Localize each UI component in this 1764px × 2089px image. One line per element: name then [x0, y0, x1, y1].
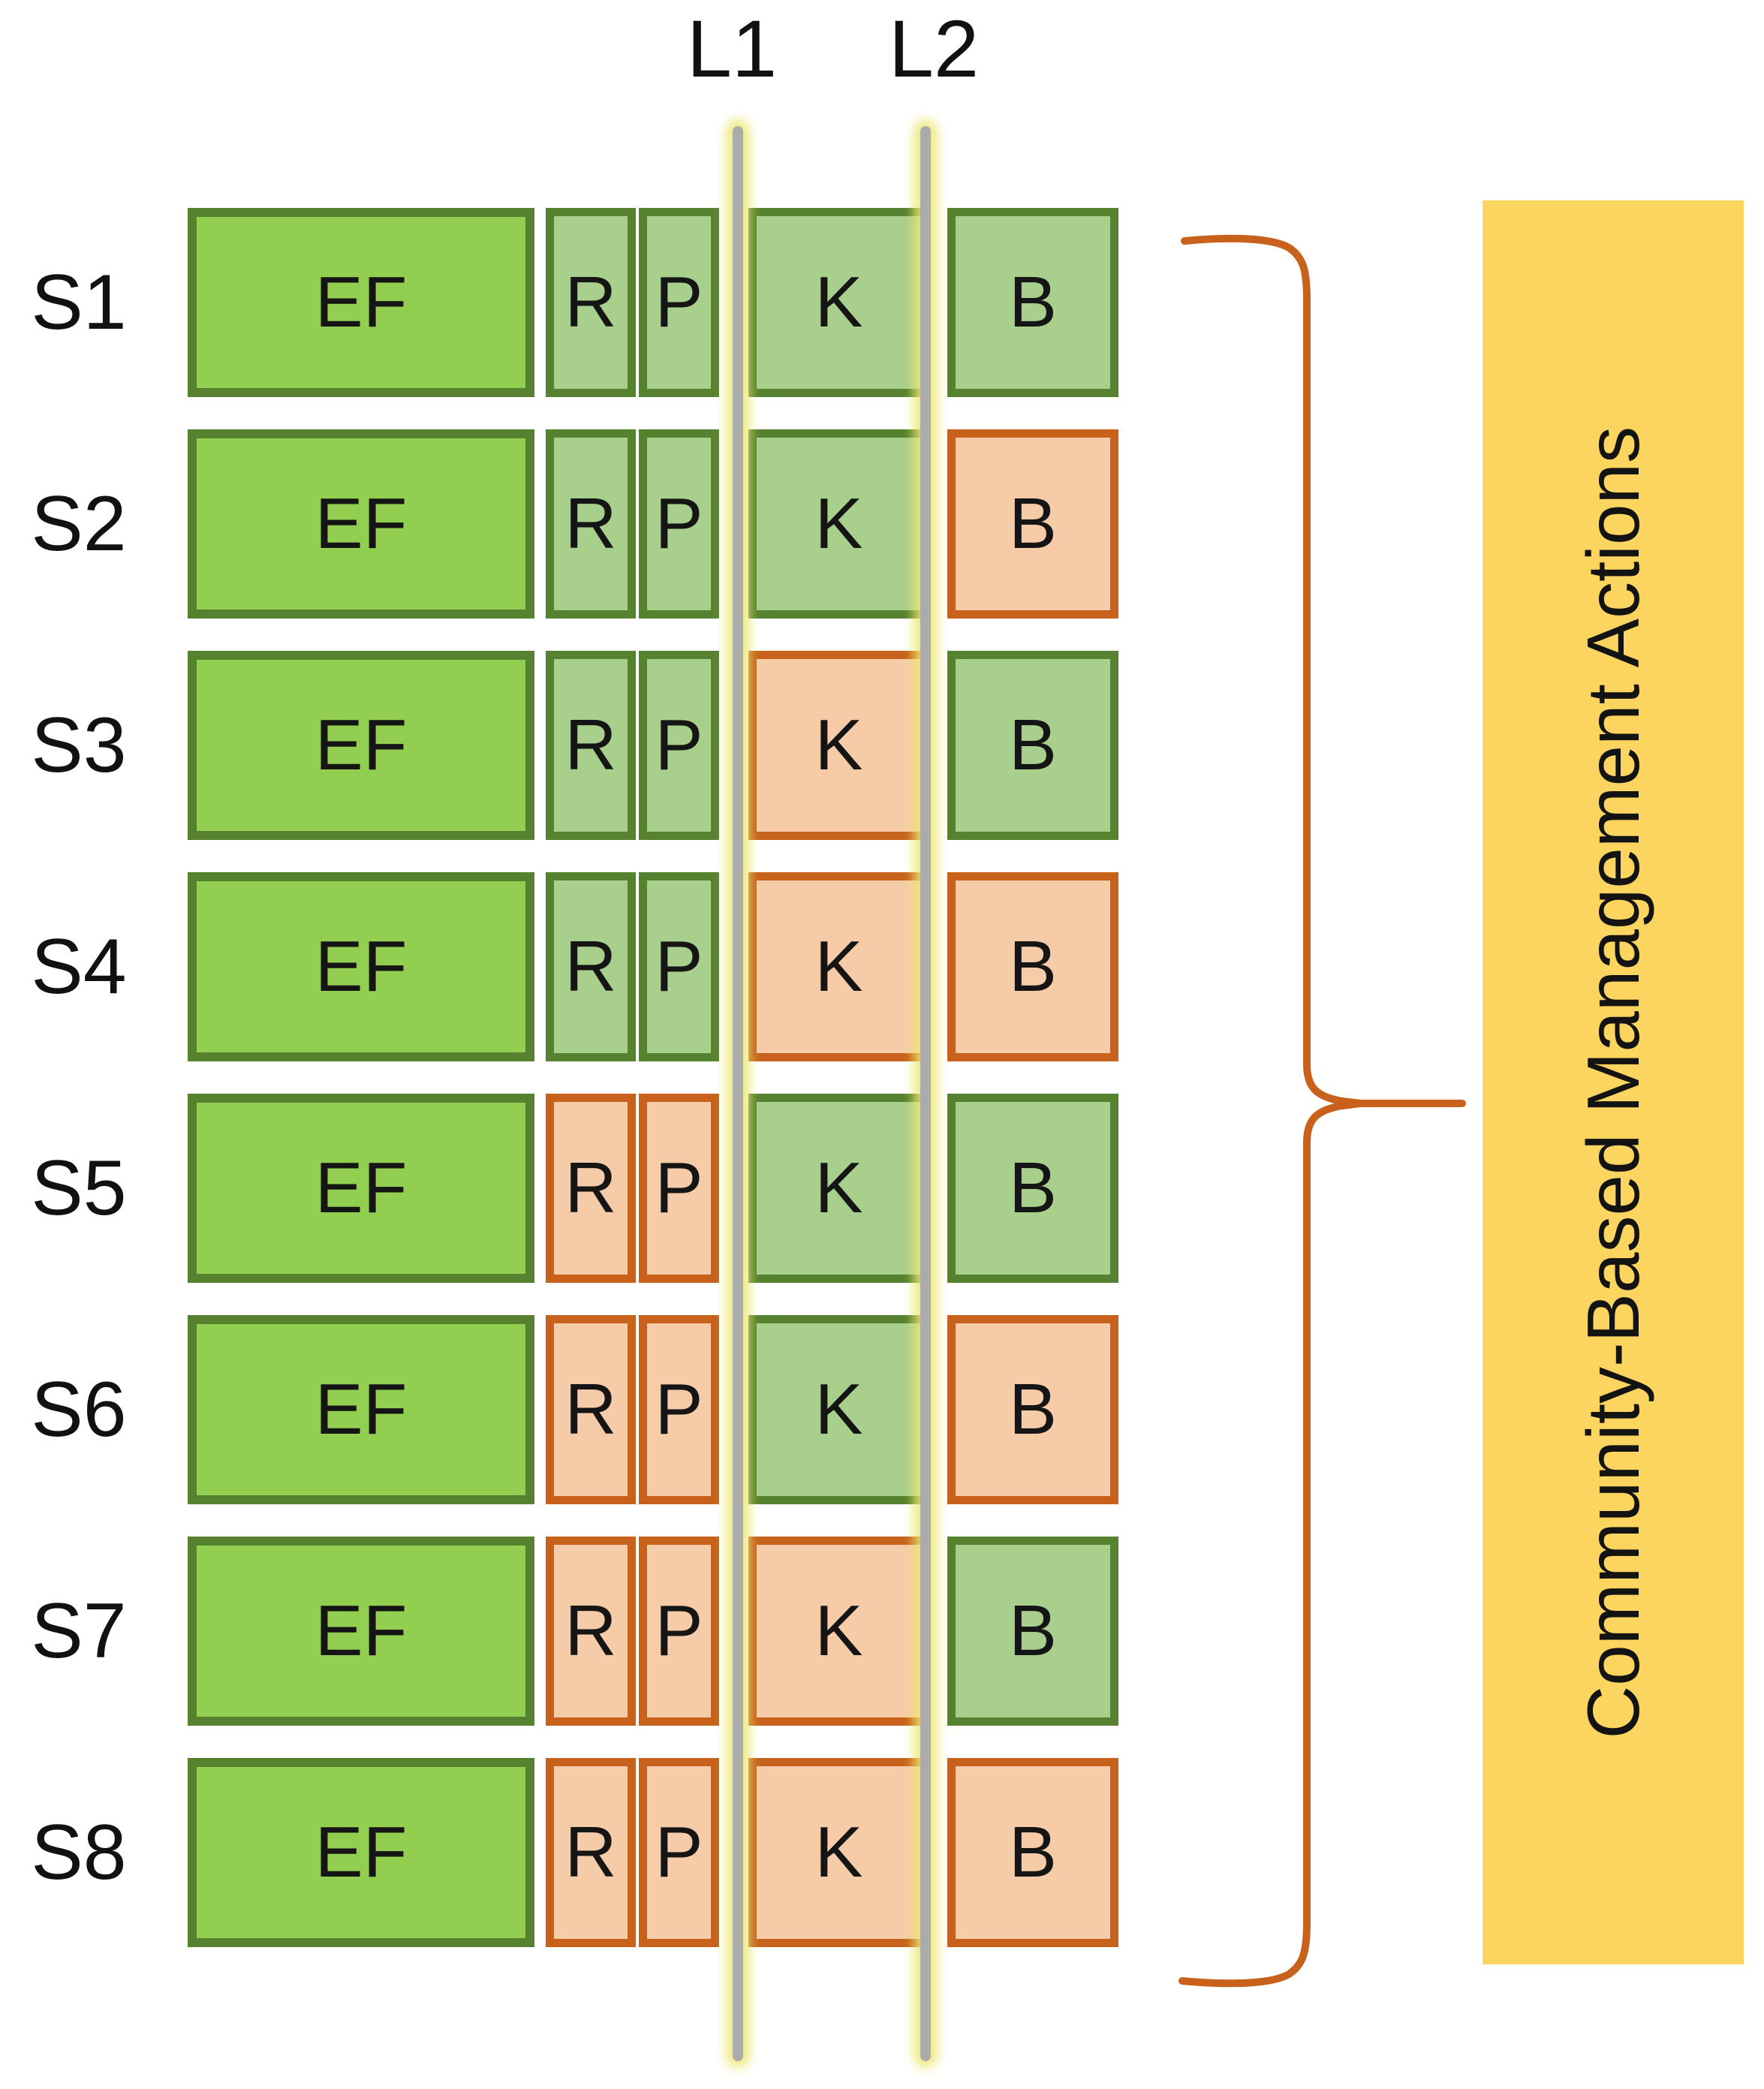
k-box: K	[748, 429, 929, 619]
b-box: B	[947, 872, 1118, 1061]
ef-box: EF	[188, 872, 534, 1061]
p-box: P	[639, 1537, 719, 1726]
p-box: P	[639, 651, 719, 840]
p-box: P	[639, 208, 719, 397]
r-box: R	[546, 1758, 636, 1947]
threshold-label-l1: L1	[686, 3, 778, 94]
p-box: P	[639, 1315, 719, 1504]
k-box: K	[748, 872, 929, 1061]
r-box: R	[546, 651, 636, 840]
scenario-label: S5	[31, 1144, 127, 1232]
scenario-label: S1	[31, 258, 127, 346]
ef-box: EF	[188, 429, 534, 619]
r-box: R	[546, 1537, 636, 1726]
r-box: R	[546, 208, 636, 397]
scenario-label: S4	[31, 923, 127, 1010]
p-box: P	[639, 872, 719, 1061]
k-box: K	[748, 208, 929, 397]
k-box: K	[748, 1537, 929, 1726]
b-box: B	[947, 651, 1118, 840]
ef-box: EF	[188, 1537, 534, 1726]
scenario-label: S7	[31, 1587, 127, 1675]
k-box: K	[748, 1315, 929, 1504]
r-box: R	[546, 1315, 636, 1504]
b-box: B	[947, 1758, 1118, 1947]
ef-box: EF	[188, 1315, 534, 1504]
r-box: R	[546, 429, 636, 619]
b-box: B	[947, 1094, 1118, 1283]
r-box: R	[546, 1094, 636, 1283]
threshold-line-l1	[733, 126, 743, 2061]
ef-box: EF	[188, 1094, 534, 1283]
curly-brace	[1179, 234, 1364, 1988]
b-box: B	[947, 429, 1118, 619]
ef-box: EF	[188, 1758, 534, 1947]
b-box: B	[947, 208, 1118, 397]
r-box: R	[546, 872, 636, 1061]
p-box: P	[639, 1758, 719, 1947]
ef-box: EF	[188, 651, 534, 840]
scenario-label: S8	[31, 1808, 127, 1896]
ef-box: EF	[188, 208, 534, 397]
scenario-label: S6	[31, 1365, 127, 1453]
p-box: P	[639, 1094, 719, 1283]
scenario-label: S2	[31, 480, 127, 567]
threshold-line-l2	[920, 126, 931, 2061]
b-box: B	[947, 1315, 1118, 1504]
p-box: P	[639, 429, 719, 619]
k-box: K	[748, 651, 929, 840]
b-box: B	[947, 1537, 1118, 1726]
scenario-label: S3	[31, 701, 127, 789]
management-actions-panel: Community-Based Management Actions	[1483, 200, 1744, 1964]
threshold-label-l2: L2	[888, 3, 980, 94]
